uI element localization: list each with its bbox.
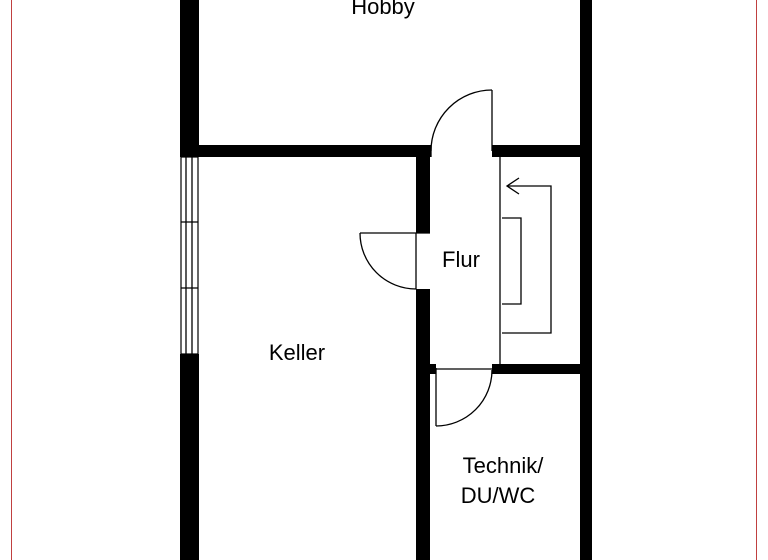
wall-horizontal-hobby-left: [180, 145, 431, 157]
room-label-keller: Keller: [269, 340, 325, 365]
room-label-technik-line1: Technik/: [463, 453, 545, 478]
room-label-technik-line2: DU/WC: [461, 483, 536, 508]
walls: [180, 0, 592, 560]
staircase: [499, 157, 552, 364]
door-hobby: [430, 89, 493, 157]
wall-flur-left-lower: [416, 289, 430, 560]
wall-technik-top-right: [492, 364, 592, 374]
door-technik: [435, 368, 493, 427]
wall-left-lower: [180, 354, 199, 560]
wall-horizontal-hobby-right: [492, 145, 592, 157]
room-label-flur: Flur: [442, 247, 480, 272]
wall-flur-left-upper: [416, 145, 430, 233]
wall-technik-top-left: [416, 364, 436, 374]
page-frame: [11, 0, 757, 560]
wall-right: [580, 0, 592, 560]
room-label-hobby: Hobby: [351, 0, 415, 19]
wall-left-upper: [180, 0, 199, 157]
door-keller: [359, 232, 430, 290]
window-left: [180, 156, 199, 355]
